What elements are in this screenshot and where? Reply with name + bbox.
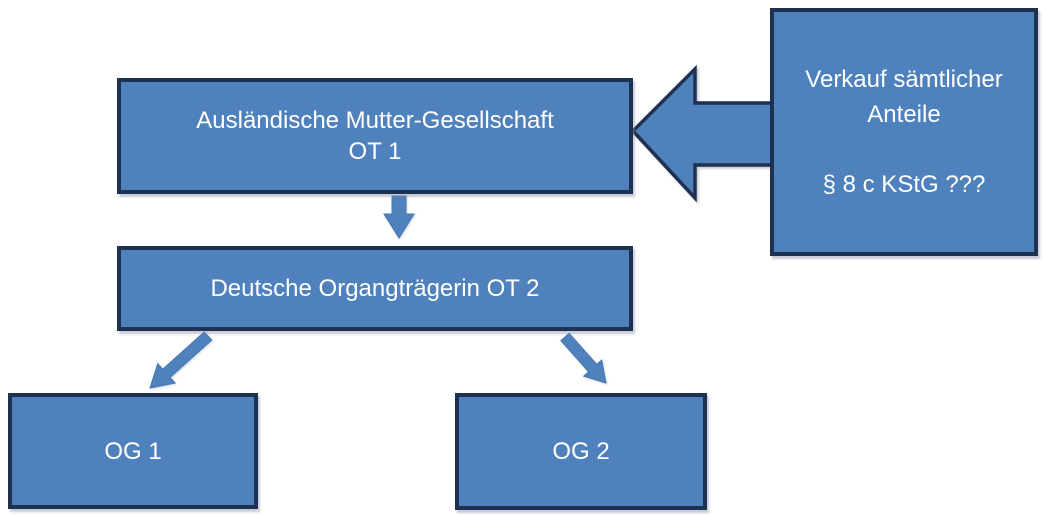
box-foreign-parent-line1: Ausländische Mutter-Gesellschaft	[196, 107, 554, 134]
box-foreign-parent-line2: OT 1	[348, 138, 402, 165]
box-note-line1: Verkauf sämtlicher	[805, 66, 1003, 93]
box-og2-label: OG 2	[552, 438, 610, 465]
block-arrow-left-icon	[630, 64, 775, 203]
box-og2: OG 2	[455, 393, 707, 510]
box-foreign-parent-ot1: Ausländische Mutter-Gesellschaft OT 1	[117, 78, 633, 194]
box-note-line2: Anteile	[867, 101, 941, 128]
box-german-organtraegerin-label: Deutsche Organgträgerin OT 2	[210, 275, 540, 302]
box-german-organtraegerin-ot2: Deutsche Organgträgerin OT 2	[117, 246, 633, 331]
box-og1-label: OG 1	[104, 437, 162, 465]
box-note-line4: § 8 c KStG ???	[822, 171, 986, 198]
arrow-down-icon	[383, 195, 415, 239]
box-note-verkauf-anteile: Verkauf sämtlicher Anteile § 8 c KStG ??…	[770, 8, 1038, 256]
arrow-diagonal-left-icon	[149, 331, 213, 389]
arrow-diagonal-right-icon	[560, 332, 607, 384]
box-og1: OG 1	[8, 393, 258, 509]
